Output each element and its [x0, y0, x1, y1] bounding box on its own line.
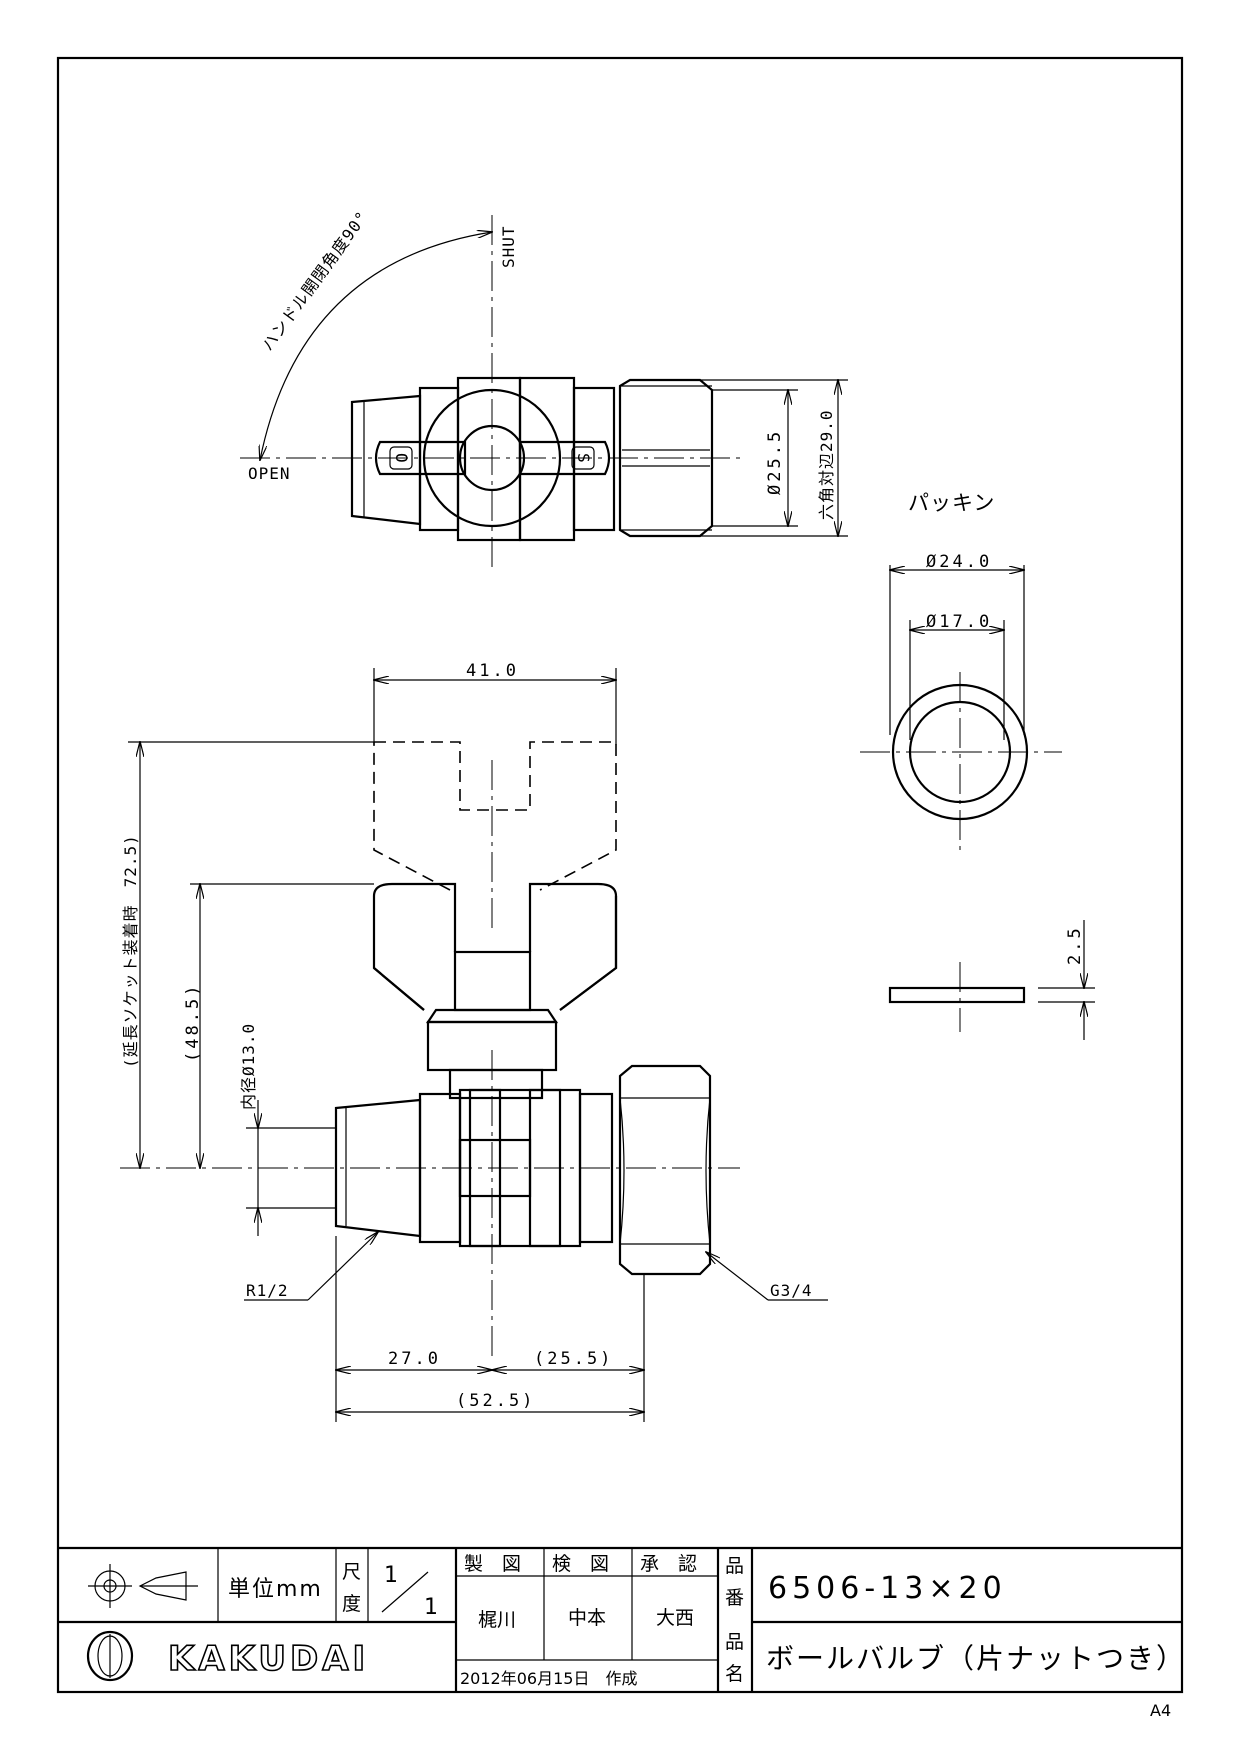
drawn-label: 製 図 [464, 1553, 521, 1575]
title-block: 単位mm 尺 度 1 1 製 図 検 図 承 認 梶川 中本 大西 2012年0… [58, 1546, 1186, 1692]
handle-mark-o: O [392, 453, 411, 464]
part-name-label-1: 品 [725, 1631, 744, 1653]
packing-outer-dia: Ø24.0 [926, 552, 992, 572]
part-number: 6506-13×20 [768, 1571, 1007, 1606]
dim-hex: 六角対辺29.0 [817, 409, 836, 520]
dim-bore: 内径Ø13.0 [239, 1023, 258, 1110]
scale-label-1: 尺 [342, 1561, 361, 1583]
drawn-by: 梶川 [478, 1609, 516, 1631]
dim-height: (48.5) [183, 983, 203, 1062]
packing-inner-dia: Ø17.0 [926, 612, 992, 632]
checked-label: 検 図 [552, 1553, 609, 1575]
open-label: OPEN [248, 464, 291, 483]
part-name-label-2: 名 [725, 1663, 744, 1685]
thread-left-label: R1/2 [246, 1281, 289, 1300]
packing-title: パッキン [908, 491, 995, 515]
unit-label: 単位mm [228, 1577, 323, 1602]
scale-numerator: 1 [384, 1563, 400, 1588]
scale-label-2: 度 [342, 1593, 361, 1615]
shut-label: SHUT [499, 225, 518, 268]
packing-view: パッキン Ø24.0 Ø17.0 2.5 [860, 491, 1095, 1040]
part-no-label-2: 番 [725, 1587, 744, 1609]
part-no-label-1: 品 [725, 1555, 744, 1577]
approved-label: 承 認 [640, 1553, 697, 1575]
hex-nut-side [618, 1064, 712, 1276]
logo-text: KAKUDAI [168, 1639, 369, 1679]
checked-by: 中本 [568, 1607, 606, 1629]
handle-angle-arc [260, 232, 492, 460]
butterfly-handle[interactable] [372, 882, 618, 1011]
handle-wing-s[interactable] [518, 440, 611, 476]
dim-extension-height: (延長ソケット装着時 72.5) [121, 834, 140, 1068]
dim-len-total: (52.5) [456, 1391, 535, 1411]
date-created: 2012年06月15日 作成 [460, 1669, 637, 1688]
packing-side [888, 986, 1026, 1004]
handle-angle-label: ハンドル開閉角度90° [258, 207, 372, 354]
dim-handle-width: 41.0 [466, 661, 519, 681]
dim-nut-dia: Ø25.5 [765, 429, 785, 495]
drawing-border [56, 56, 1184, 1694]
approved-by: 大西 [656, 1607, 694, 1629]
top-view: ハンドル開閉角度90° SHUT OPEN O S Ø25.5 六角対 [240, 207, 848, 570]
handle-mark-s: S [574, 453, 593, 464]
dim-len-right: (25.5) [534, 1349, 613, 1369]
front-view: 41.0 (延長ソケット装着時 [120, 661, 828, 1422]
thread-right-label: G3/4 [770, 1281, 813, 1300]
part-name: ボールバルブ（片ナットつき） [766, 1642, 1186, 1675]
projection-symbol [88, 1564, 198, 1608]
dim-len-left: 27.0 [388, 1349, 441, 1369]
kakudai-logo: KAKUDAI [86, 1630, 369, 1682]
handle-wing-o[interactable] [374, 440, 467, 476]
extended-handle-dashed [373, 741, 617, 891]
sheet-size: A4 [1150, 1701, 1171, 1720]
packing-thickness: 2.5 [1065, 925, 1085, 965]
scale-denominator: 1 [424, 1595, 440, 1620]
